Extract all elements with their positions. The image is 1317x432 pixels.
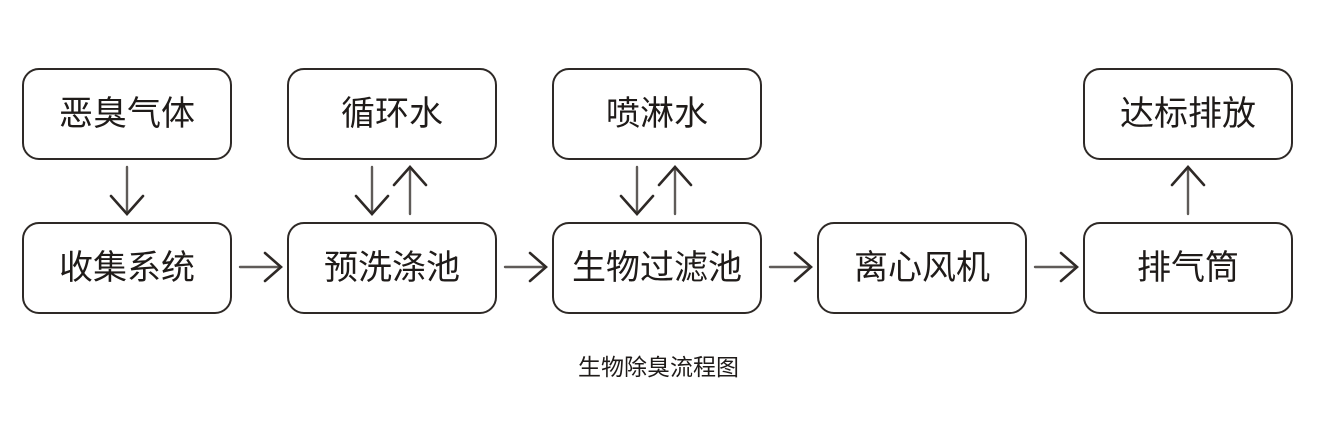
node-collection-system: 收集系统: [22, 222, 232, 314]
node-exhaust-stack: 排气筒: [1083, 222, 1293, 314]
node-malodorous-gas: 恶臭气体: [22, 68, 232, 160]
node-pre-wash-tank: 预洗涤池: [287, 222, 497, 314]
node-biofilter-tank: 生物过滤池: [552, 222, 762, 314]
node-circulating-water: 循环水: [287, 68, 497, 160]
flow-arrow: [619, 194, 655, 216]
flow-arrow: [392, 165, 428, 187]
flow-arrow: [657, 165, 693, 187]
flow-arrow: [528, 251, 548, 283]
flow-arrow: [1059, 251, 1079, 283]
flow-arrow: [793, 251, 813, 283]
node-compliant-discharge: 达标排放: [1083, 68, 1293, 160]
flow-arrow: [1170, 165, 1206, 187]
node-centrifugal-fan: 离心风机: [817, 222, 1027, 314]
diagram-caption: 生物除臭流程图: [578, 354, 739, 380]
flow-arrow: [263, 251, 283, 283]
flow-arrow: [109, 194, 145, 216]
flow-arrow: [354, 194, 390, 216]
node-spray-water: 喷淋水: [552, 68, 762, 160]
